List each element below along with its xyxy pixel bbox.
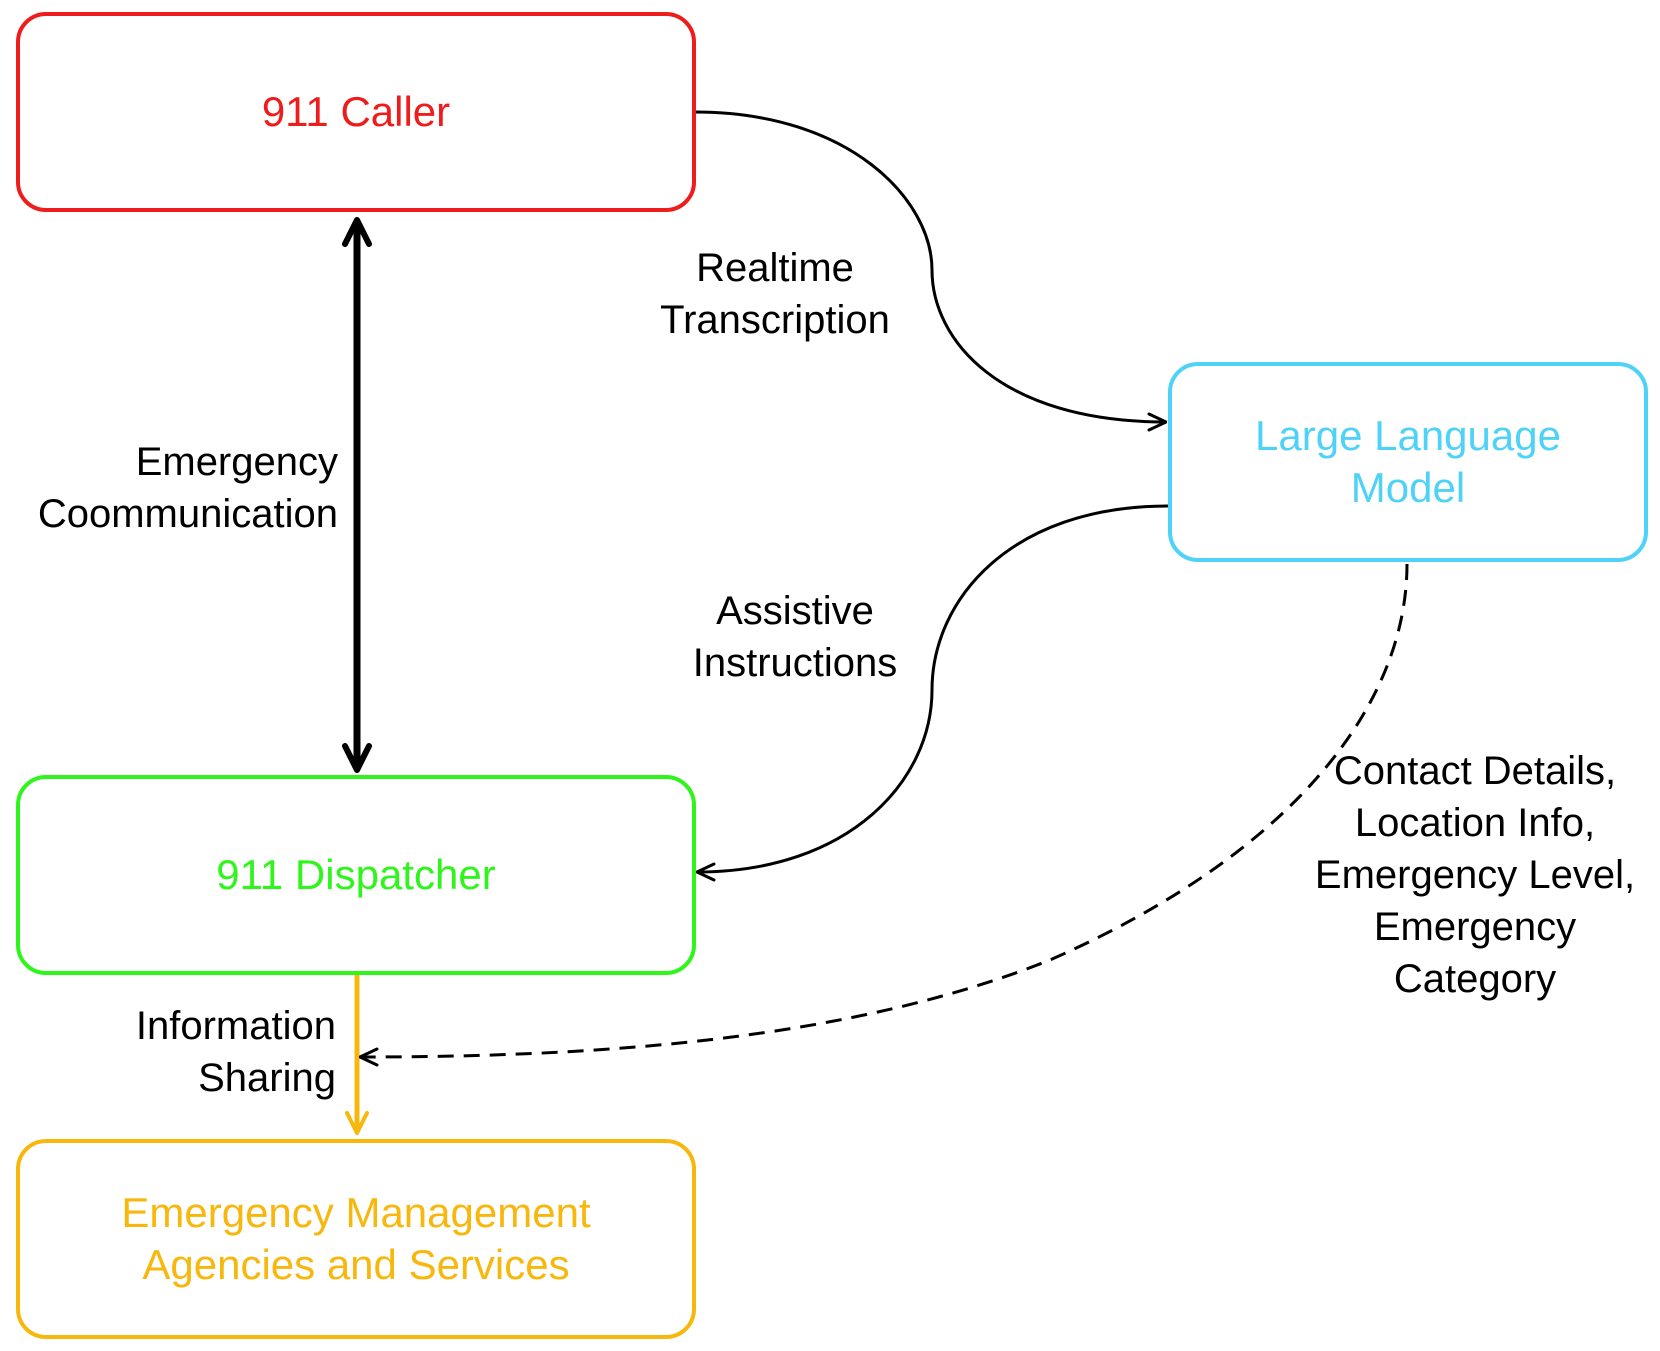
edge-realtime-transcription [694,110,1166,422]
label-realtime-transcription: Realtime Transcription [660,246,890,342]
label-information-sharing: Information Sharing [135,1004,336,1100]
label-assistive-instructions: Assistive Instructions [692,589,898,685]
node-911-caller: 911 Caller [16,12,696,212]
node-large-language-model: Large Language Model [1168,362,1648,562]
node-emergency-agencies: Emergency Management Agencies and Servic… [16,1139,696,1339]
node-911-dispatcher: 911 Dispatcher [16,775,696,975]
node-911-caller-label: 911 Caller [261,88,451,135]
label-emergency-communication: Emergency Coommunication [37,440,338,536]
edge-contact-details [360,563,1409,1057]
node-large-language-model-label: Large Language Model [1255,412,1561,511]
edge-assistive-instructions [697,504,1169,872]
node-911-dispatcher-label: 911 Dispatcher [216,851,496,898]
node-emergency-agencies-label: Emergency Management Agencies and Servic… [121,1189,591,1288]
label-contact-details: Contact Details, Location Info, Emergenc… [1314,749,1636,1001]
